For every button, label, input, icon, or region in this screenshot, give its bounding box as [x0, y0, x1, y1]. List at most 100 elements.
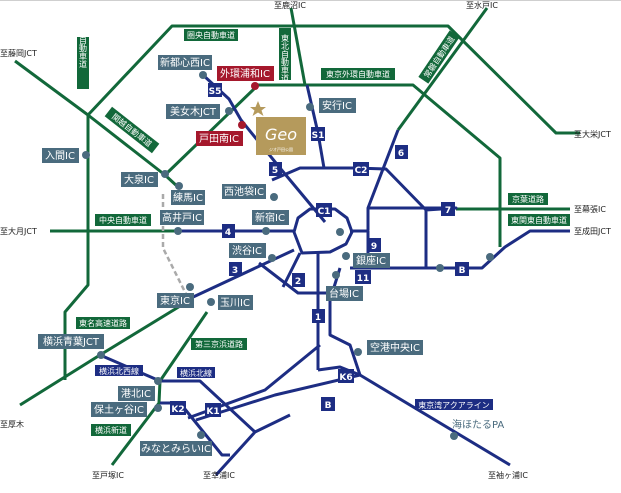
r6-line [366, 129, 400, 230]
ic-tokyo[interactable]: 東京IC [160, 294, 190, 307]
ic-gaikanurawa[interactable]: 外環浦和IC [220, 67, 270, 80]
label-kenodo: 圏央自動車道 [187, 30, 235, 40]
badge-3: 3 [232, 266, 238, 276]
ic-oizumi[interactable]: 大泉IC [124, 173, 154, 186]
label-joban: 常磐自動車道 [79, 20, 88, 69]
label-background [222, 224, 235, 238]
dot-wangan[interactable] [436, 264, 444, 272]
ic-iruma[interactable]: 入間IC [45, 150, 75, 162]
dot-shinjuku[interactable] [262, 227, 270, 235]
k2-south-line [214, 413, 291, 477]
ic-nishiikebukuro[interactable]: 西池袋IC [224, 185, 264, 198]
dot-kuko[interactable] [354, 348, 362, 356]
top-border [0, 0, 621, 1]
ic-shintoshin[interactable]: 新都心西IC [160, 56, 210, 69]
ic-kuko[interactable]: 空港中央IC [370, 341, 420, 354]
badge-s1: S1 [312, 131, 325, 141]
group: 関越自動車道 [104, 106, 160, 154]
b-line [195, 373, 361, 422]
tohoku-line [289, 7, 307, 86]
highlight-dots [238, 82, 259, 129]
badge-5: 5 [272, 166, 278, 176]
dot-hodogaya[interactable] [154, 404, 162, 412]
ic-hodogaya[interactable]: 保土ヶ谷IC [94, 403, 144, 416]
dot-wangan-east[interactable] [486, 253, 494, 261]
badge-11: 11 [357, 274, 370, 284]
ic-angyo[interactable]: 安行IC [322, 99, 352, 112]
logo-subtitle: ジオ戸田公園 [269, 146, 293, 152]
ic-ginza[interactable]: 銀座IC [356, 254, 386, 267]
dest-otsuki: 至大月JCT [0, 226, 37, 236]
dot-nishiikebukuro[interactable] [270, 193, 278, 201]
ic-nerima[interactable]: 練馬IC [173, 191, 203, 204]
gaikan-line [258, 83, 502, 247]
dot-angyo[interactable] [306, 103, 314, 111]
dot-shintoshin[interactable] [199, 71, 207, 79]
label-background [367, 340, 423, 355]
dot-gaikanurawa[interactable] [251, 82, 259, 90]
label-background [319, 98, 356, 113]
ic-kohoku[interactable]: 港北IC [121, 388, 151, 400]
label-aqualine: 東京湾アクアライン [418, 400, 490, 410]
dot-iruma[interactable] [82, 151, 90, 159]
label-background [157, 293, 194, 308]
dot-tokyo[interactable] [186, 283, 194, 291]
pa-umihotaru[interactable]: 海ほたるPA [452, 418, 504, 431]
dot-nerima[interactable] [175, 182, 183, 190]
dest-fujioka: 至藤岡JCT [0, 48, 37, 58]
star-icon [250, 101, 266, 116]
label-background [158, 55, 212, 70]
dot-daiba[interactable] [332, 271, 340, 279]
label-tohoku: 東北自動車道 [281, 33, 290, 83]
label-background [353, 253, 390, 268]
dot-takaido[interactable] [174, 227, 182, 235]
label-daisan: 第三京浜道路 [195, 339, 243, 349]
badge-s5: S5 [209, 87, 222, 97]
dot-aobajct[interactable] [97, 351, 105, 359]
label-gaikan: 東京外環自動車道 [326, 69, 390, 79]
label-background [229, 262, 242, 276]
dot-tamagawa[interactable] [207, 298, 215, 306]
label-background [279, 28, 291, 80]
label-background [217, 66, 274, 81]
ic-bijogi[interactable]: 美女木JCT [170, 105, 217, 118]
route-badge-group: S5 S1 5 6 C2 C1 4 3 2 1 7 9 11 B B K6 K1… [170, 83, 469, 417]
label-background [252, 210, 289, 225]
dot-minatomirai[interactable] [197, 431, 205, 439]
dot-umihotaru[interactable] [450, 432, 458, 440]
dot-ginza[interactable] [342, 252, 350, 260]
label-background [312, 309, 325, 323]
label-background [76, 317, 130, 329]
ic-aobajct[interactable]: 横浜青葉JCT [43, 335, 100, 348]
dot-c1-east[interactable] [336, 228, 344, 236]
ic-dots [82, 71, 494, 440]
label-background [205, 403, 221, 417]
dest-kanuma: 至鹿沼IC [274, 0, 306, 10]
r2-line [281, 252, 302, 288]
dot-todaminami[interactable] [238, 121, 246, 129]
dot-oizumi[interactable] [161, 170, 169, 178]
badge-k1: K1 [206, 407, 219, 417]
label-background [441, 202, 455, 216]
label-background [316, 203, 332, 217]
expressway-label-group: 圏央自動車道 常磐自動車道 東北自動車道 東京外環自動車道 関越自動車道 常磐自… [76, 20, 570, 436]
dot-bijogi[interactable] [225, 107, 233, 115]
label-chuo: 中央自動車道 [99, 215, 147, 225]
ic-shinjuku[interactable]: 新宿IC [255, 211, 285, 224]
ic-todaminami[interactable]: 戸田南IC [199, 132, 239, 145]
dot-shibuya[interactable] [268, 254, 276, 262]
label-background [95, 214, 151, 226]
label-background [415, 399, 493, 410]
ic-takaido[interactable]: 高井戸IC [162, 211, 202, 224]
ic-minatomirai[interactable]: みなとみらいIC [141, 443, 211, 455]
ic-daiba[interactable]: 台場IC [329, 287, 359, 300]
badge-c1: C1 [318, 207, 331, 217]
ic-tamagawa[interactable]: 玉川IC [220, 298, 250, 309]
dest-sodegaura: 至袖ヶ浦IC [488, 470, 528, 480]
dot-kohoku[interactable] [154, 377, 162, 385]
label-yokohamashindo: 横浜新道 [95, 425, 127, 435]
label-background [38, 334, 104, 349]
ic-shibuya[interactable]: 渋谷IC [232, 244, 262, 257]
label-background [367, 238, 381, 252]
